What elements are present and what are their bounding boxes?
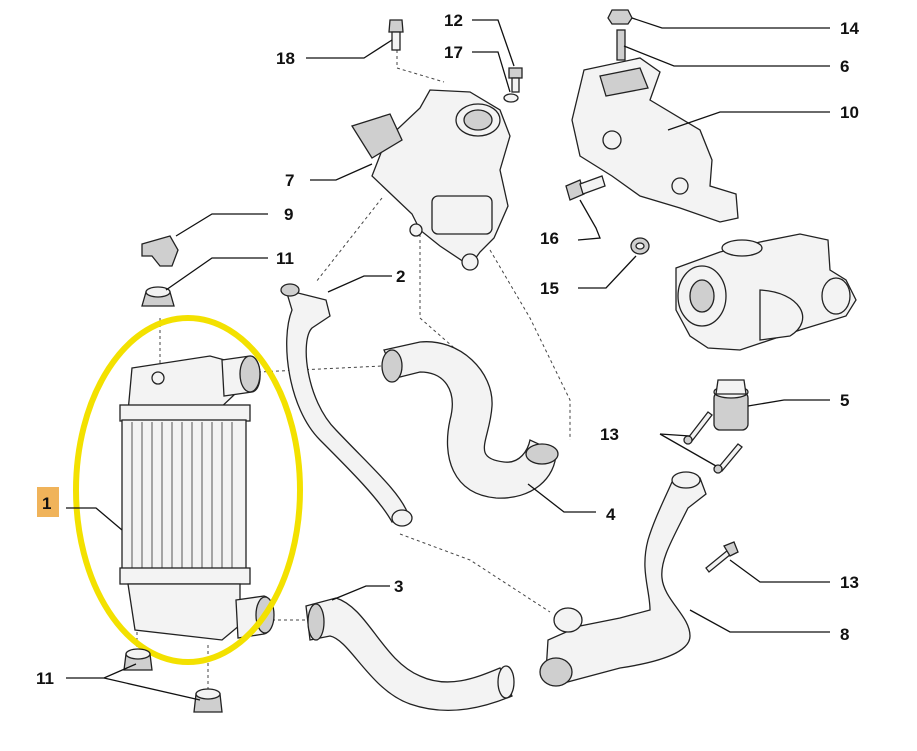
bolt-16 <box>565 175 606 201</box>
hose-2 <box>280 283 413 527</box>
callout-11-bottom: 11 <box>36 669 54 688</box>
pipe-8 <box>539 471 707 687</box>
callout-14: 14 <box>840 19 859 38</box>
callout-2: 2 <box>396 267 405 286</box>
washer-17 <box>503 93 519 103</box>
callout-15: 15 <box>540 279 559 298</box>
bolt-18 <box>388 19 404 51</box>
highlight-ring <box>73 315 303 665</box>
callout-1: 1 <box>42 494 51 513</box>
callout-4: 4 <box>606 505 616 524</box>
clip <box>141 235 179 267</box>
bolt-12 <box>508 67 523 93</box>
stud-6 <box>616 29 626 61</box>
throttle-body <box>351 89 511 271</box>
callout-17: 17 <box>444 43 463 62</box>
assembly-dashed-lines <box>136 50 571 690</box>
bolt-13c <box>705 541 739 573</box>
intercooler <box>119 355 275 641</box>
callout-5: 5 <box>840 391 849 410</box>
callout-9: 9 <box>284 205 293 224</box>
callout-11-top: 11 <box>276 249 294 268</box>
callout-18: 18 <box>276 49 295 68</box>
turbocharger <box>675 233 857 351</box>
callout-3: 3 <box>394 577 403 596</box>
callout-13-upper: 13 <box>600 425 619 444</box>
hose-4 <box>381 341 559 499</box>
callout-16: 16 <box>540 229 559 248</box>
leader-lines <box>66 17 830 701</box>
callout-12: 12 <box>444 11 463 30</box>
rubber-mount-bottom-left <box>123 648 153 671</box>
callout-13-lower: 13 <box>840 573 859 592</box>
callout-1-badge <box>37 487 59 517</box>
bolt-13b <box>713 443 743 474</box>
grommet-15 <box>630 237 650 255</box>
rubber-mount-bottom-right <box>193 688 223 713</box>
hose-3 <box>305 597 515 711</box>
union-fitting-5 <box>713 379 749 431</box>
rubber-mount-top <box>141 286 175 307</box>
manifold <box>571 57 739 223</box>
nut-14 <box>607 9 633 25</box>
bolt-13a <box>683 411 713 445</box>
callout-8: 8 <box>840 625 849 644</box>
callout-6: 6 <box>840 57 849 76</box>
callout-10: 10 <box>840 103 859 122</box>
callout-7: 7 <box>285 171 294 190</box>
